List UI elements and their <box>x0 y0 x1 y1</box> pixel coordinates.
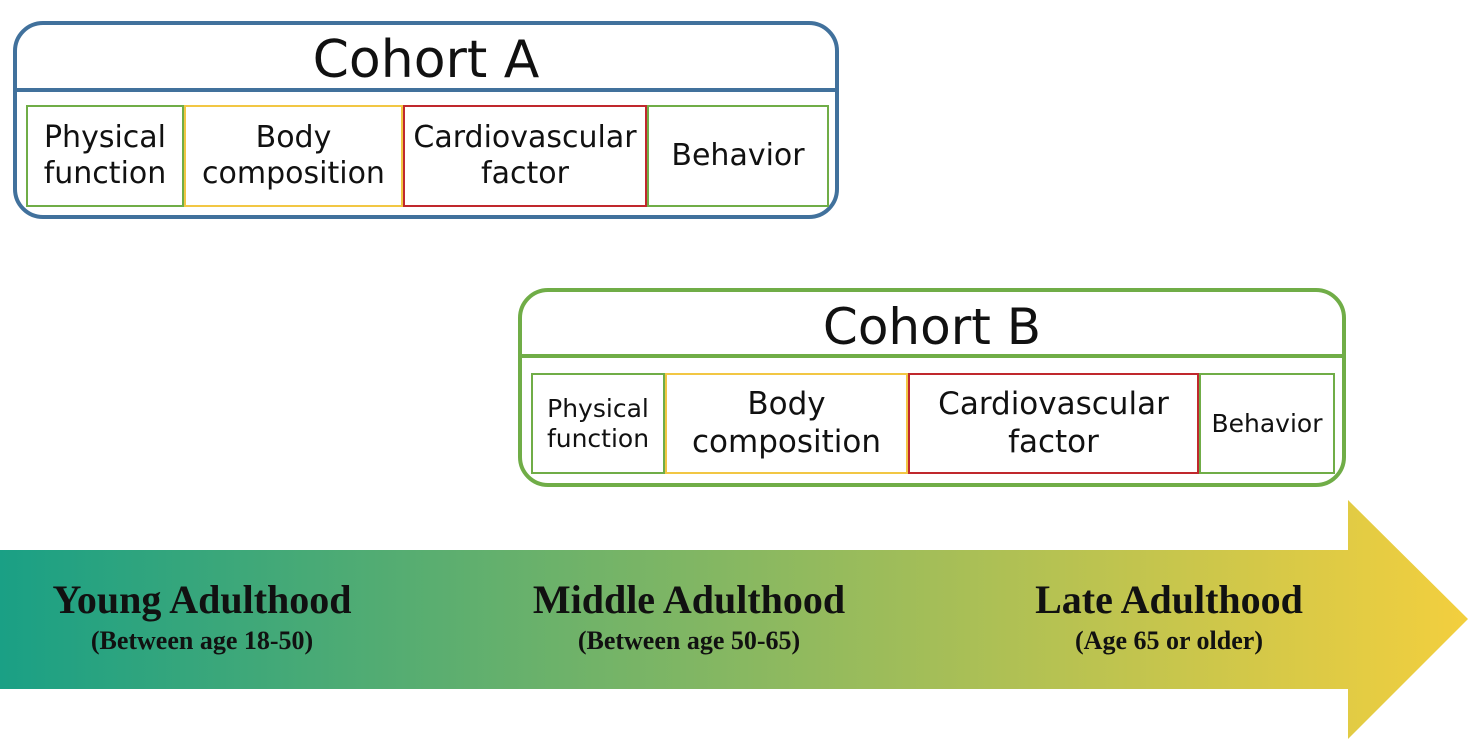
cohort-a-box: Cohort A Physical function Body composit… <box>13 21 839 219</box>
cohort-a-body-composition: Body composition <box>184 105 403 207</box>
timeline-arrow <box>0 500 1468 739</box>
cohort-a-physical-function: Physical function <box>26 105 184 207</box>
cohort-b-title: Cohort B <box>522 292 1342 358</box>
cohort-a-cardiovascular-factor: Cardiovascular factor <box>403 105 647 207</box>
stage-middle-title: Middle Adulthood <box>532 577 846 622</box>
stage-young-adulthood: Young Adulthood (Between age 18-50) <box>20 576 384 658</box>
cohort-a-title: Cohort A <box>17 25 835 92</box>
stage-middle-adulthood: Middle Adulthood (Between age 50-65) <box>497 576 881 658</box>
cohort-b-box: Cohort B Physical function Body composit… <box>518 288 1346 487</box>
stage-young-range: (Between age 18-50) <box>90 626 314 655</box>
cohort-b-cardiovascular-factor: Cardiovascular factor <box>908 373 1199 474</box>
stage-late-title: Late Adulthood <box>1035 577 1303 622</box>
stage-late-adulthood: Late Adulthood (Age 65 or older) <box>1012 576 1326 658</box>
cohort-b-body-composition: Body composition <box>665 373 908 474</box>
cohort-b-physical-function: Physical function <box>531 373 665 474</box>
stage-middle-range: (Between age 50-65) <box>577 626 801 655</box>
cohort-a-behavior: Behavior <box>647 105 829 207</box>
timeline-arrow-shape <box>0 500 1468 739</box>
stage-late-range: (Age 65 or older) <box>1075 626 1263 655</box>
cohort-b-behavior: Behavior <box>1199 373 1335 474</box>
stage-young-title: Young Adulthood <box>52 577 352 622</box>
